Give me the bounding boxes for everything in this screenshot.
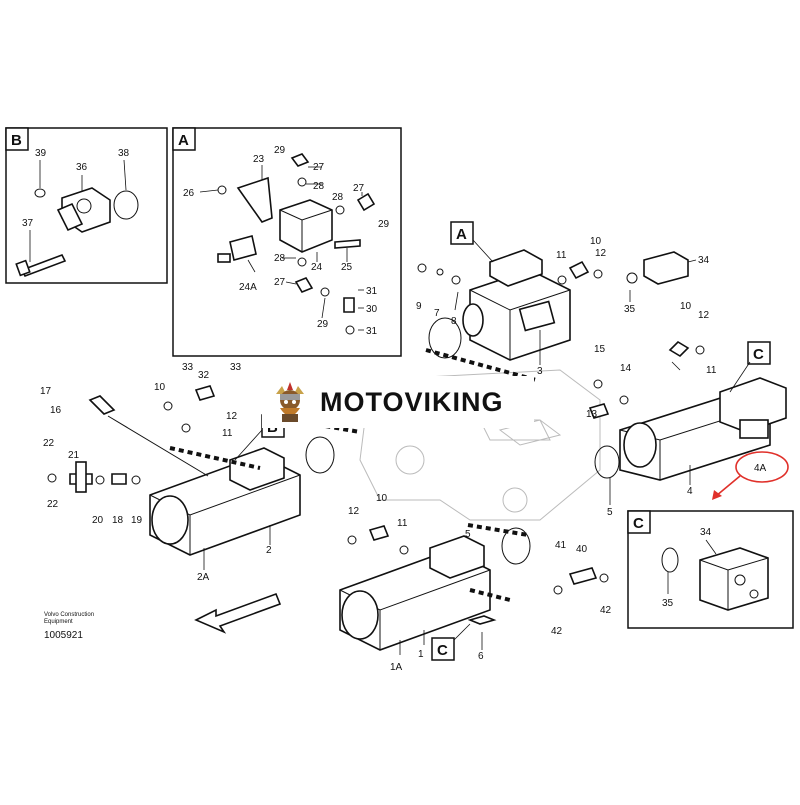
inset-b-label-36: 36: [76, 162, 88, 173]
direction-arrow: [194, 592, 282, 634]
inset-a-label-27c: 27: [274, 277, 286, 288]
label-13: 13: [586, 409, 598, 420]
inset-a-label-24: 24: [311, 262, 323, 273]
inset-a-label-28b: 28: [332, 192, 344, 203]
inset-b-label-37: 37: [22, 218, 34, 229]
inset-a-label-25: 25: [341, 262, 353, 273]
pump-3: [417, 249, 697, 382]
label-11b: 11: [706, 365, 717, 376]
callout-c-lower: C: [431, 623, 471, 661]
inset-a-label-29c: 29: [317, 319, 329, 330]
label-3: 3: [537, 366, 543, 377]
inset-a-label-29b: 29: [378, 219, 390, 230]
inset-c-letter: C: [633, 515, 644, 532]
label-7: 7: [434, 308, 440, 319]
inset-b-label-39: 39: [35, 148, 47, 159]
inset-a-label-28: 28: [313, 181, 325, 192]
label-9: 9: [416, 301, 422, 312]
inset-a-label-28c: 28: [274, 253, 286, 264]
label-12a: 12: [595, 248, 607, 259]
viking-logo-icon: [276, 382, 304, 422]
label-4A: 4A: [754, 463, 767, 474]
label-22b: 22: [47, 499, 59, 510]
label-12b: 12: [698, 310, 710, 321]
label-11c: 11: [222, 428, 233, 439]
callout-c-upper-letter: C: [753, 346, 764, 363]
document-number: 1005921: [44, 630, 83, 641]
label-10b: 10: [680, 301, 692, 312]
label-21: 21: [68, 450, 80, 461]
label-33b: 33: [230, 362, 242, 373]
label-41: 41: [555, 540, 567, 551]
inset-b-letter: B: [11, 132, 22, 149]
inset-a-label-26: 26: [183, 188, 195, 199]
label-12c: 12: [226, 411, 238, 422]
label-18: 18: [112, 515, 124, 526]
watermark-banner: MOTOVIKING: [262, 376, 534, 428]
label-19: 19: [131, 515, 143, 526]
pump-1: [339, 523, 609, 655]
label-11a: 11: [556, 250, 567, 261]
inset-a-label-27: 27: [313, 162, 325, 173]
label-8: 8: [451, 316, 457, 327]
inset-a-label-30: 30: [366, 304, 378, 315]
label-15: 15: [594, 344, 606, 355]
label-1: 1: [418, 649, 424, 660]
label-5b: 5: [465, 529, 471, 540]
inset-a-label-31b: 31: [366, 326, 378, 337]
label-10c: 10: [154, 382, 166, 393]
callout-c-upper: C: [729, 341, 771, 393]
pump-4: [588, 340, 787, 505]
inset-a-label-29: 29: [274, 145, 286, 156]
label-42a: 42: [600, 605, 612, 616]
label-17: 17: [40, 386, 52, 397]
inset-a: A 29 23 27 28 26 28 27: [172, 127, 402, 357]
label-5a: 5: [607, 507, 613, 518]
label-34: 34: [698, 255, 710, 266]
label-35: 35: [624, 304, 636, 315]
label-22a: 22: [43, 438, 55, 449]
inset-b: B 39 36 38 37: [5, 127, 168, 284]
inset-c: C 34 35: [627, 510, 794, 629]
callout-c-lower-letter: C: [437, 642, 448, 659]
label-20: 20: [92, 515, 104, 526]
label-6: 6: [478, 651, 484, 662]
inset-a-label-27b: 27: [353, 183, 365, 194]
callout-a-letter: A: [456, 226, 467, 243]
inset-c-label-34: 34: [700, 527, 712, 538]
label-2A: 2A: [197, 572, 210, 583]
label-42b: 42: [551, 626, 563, 637]
inset-a-label-31: 31: [366, 286, 378, 297]
watermark-text: MOTOVIKING: [320, 386, 504, 417]
label-14: 14: [620, 363, 632, 374]
label-40: 40: [576, 544, 588, 555]
highlight-4A: [712, 451, 789, 500]
callout-a: A: [450, 221, 494, 263]
label-10d: 10: [376, 493, 388, 504]
label-16: 16: [50, 405, 62, 416]
inset-b-label-38: 38: [118, 148, 130, 159]
inset-c-label-35: 35: [662, 598, 674, 609]
inset-a-label-24a: 24A: [239, 282, 257, 293]
label-1A: 1A: [390, 662, 403, 673]
label-2: 2: [266, 545, 272, 556]
inset-a-label-23: 23: [253, 154, 265, 165]
label-32: 32: [198, 370, 210, 381]
label-33a: 33: [182, 362, 194, 373]
label-4: 4: [687, 486, 693, 497]
maker-credit: Volvo Construction Equipment: [44, 612, 94, 626]
part-labels: 9 7 8 11 10 12 34 35 3 10 12 11 15 14 13…: [40, 236, 767, 673]
label-12d: 12: [348, 506, 360, 517]
inset-a-letter: A: [178, 132, 189, 149]
maker-line-1: Volvo Construction: [44, 612, 95, 618]
maker-line-2: Equipment: [44, 619, 73, 625]
label-10a: 10: [590, 236, 602, 247]
label-11d: 11: [397, 518, 408, 529]
